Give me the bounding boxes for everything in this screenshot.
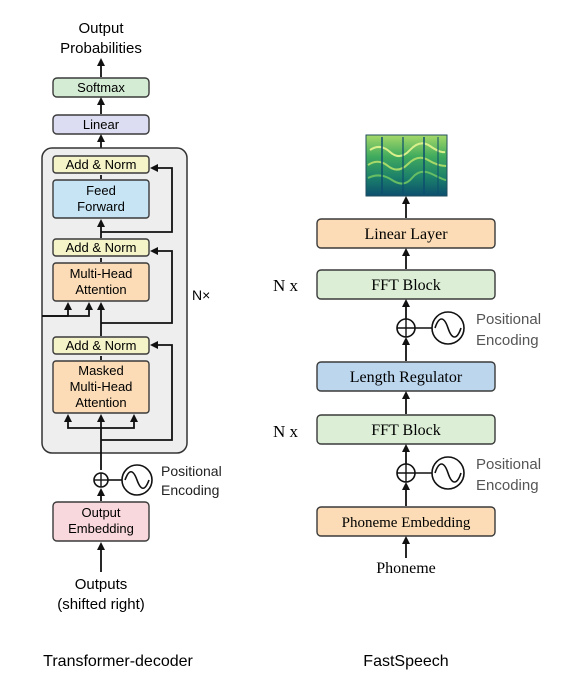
add-norm-bottom-block xyxy=(52,336,150,355)
softmax-label: Softmax xyxy=(77,80,125,95)
masked-branch-left-arrow xyxy=(64,414,101,429)
positional-encoding-label-line1: Positional xyxy=(161,463,222,479)
fastspeech-panel: Linear Layer N x FFT Block Positional En… xyxy=(273,134,541,670)
residual-masked-arrow xyxy=(101,341,173,441)
transformer-decoder-panel: Output Probabilities Softmax Linear Add … xyxy=(41,20,222,670)
output-embedding-block xyxy=(52,501,150,542)
nx-label: N× xyxy=(192,287,210,303)
output-embedding-label-line1: Output xyxy=(81,505,120,520)
positional-top-label-line1: Positional xyxy=(476,311,541,328)
outputs-label-line2: (shifted right) xyxy=(57,596,145,613)
linear-layer-label: Linear Layer xyxy=(364,226,448,243)
sine-wave-curve xyxy=(124,470,150,490)
transformer-decoder-caption: Transformer-decoder xyxy=(43,653,193,670)
residual-mha-arrow xyxy=(101,247,173,324)
positional-bottom-label-line1: Positional xyxy=(476,456,541,473)
masked-attention-label-line2: Multi-Head xyxy=(70,379,133,394)
positional-bottom-label-line2: Encoding xyxy=(476,477,539,494)
output-probabilities-label-line2: Probabilities xyxy=(60,40,142,57)
length-regulator-label: Length Regulator xyxy=(350,369,463,386)
feed-forward-label-line2: Forward xyxy=(77,199,125,214)
add-norm-top-block xyxy=(52,155,150,174)
positional-top-label-line2: Encoding xyxy=(476,332,539,349)
add-norm-bottom-label: Add & Norm xyxy=(66,338,137,353)
output-probabilities-label-line1: Output xyxy=(78,20,124,37)
masked-attention-label-line3: Attention xyxy=(75,395,126,410)
add-norm-middle-label: Add & Norm xyxy=(66,240,137,255)
outputs-label-line1: Outputs xyxy=(75,576,128,593)
masked-attention-label-line1: Masked xyxy=(78,363,124,378)
linear-label: Linear xyxy=(83,117,120,132)
phoneme-embedding-label: Phoneme Embedding xyxy=(342,515,471,531)
nx-bottom-label: N x xyxy=(273,422,299,441)
feed-forward-block xyxy=(52,179,150,219)
sine-wave-top-curve xyxy=(434,318,462,338)
fft-block-top-label: FFT Block xyxy=(371,277,441,294)
output-embedding-label-line2: Embedding xyxy=(68,521,134,536)
multi-head-attention-label-line1: Multi-Head xyxy=(70,266,133,281)
nx-top-label: N x xyxy=(273,276,299,295)
multi-head-attention-label-line2: Attention xyxy=(75,282,126,297)
multi-head-attention-block xyxy=(52,262,150,302)
encoder-input-arrow-2 xyxy=(42,302,93,317)
fastspeech-caption: FastSpeech xyxy=(363,653,448,670)
feed-forward-label-line1: Feed xyxy=(86,183,116,198)
masked-branch-right-arrow xyxy=(101,414,138,429)
add-norm-top-label: Add & Norm xyxy=(66,157,137,172)
fft-block-bottom-label: FFT Block xyxy=(371,422,441,439)
residual-ff-arrow xyxy=(101,164,173,233)
mel-spectrogram-icon xyxy=(365,134,448,197)
add-norm-middle-block xyxy=(52,238,150,257)
positional-encoding-label-line2: Encoding xyxy=(161,482,219,498)
masked-attention-block xyxy=(52,360,150,414)
sine-wave-bottom-curve xyxy=(434,463,462,483)
phoneme-input-label: Phoneme xyxy=(376,560,436,577)
